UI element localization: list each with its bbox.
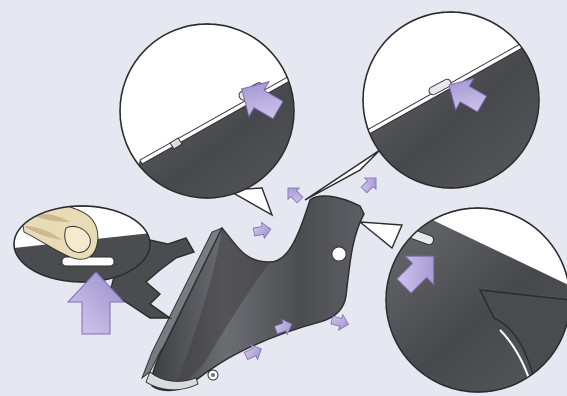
release-slot-icon [62,257,114,266]
cover-hole [332,247,346,261]
